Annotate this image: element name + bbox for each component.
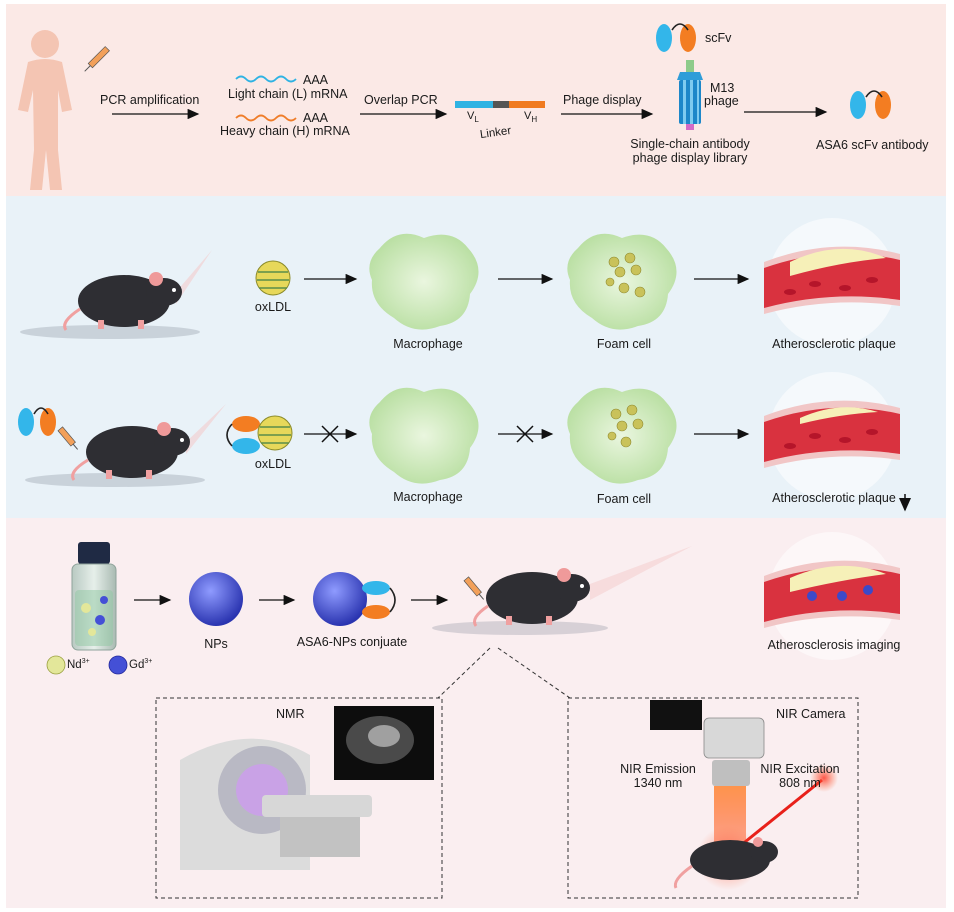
macrophage-label-row1: Macrophage [393, 337, 463, 351]
macrophage-label-row2: Macrophage [393, 490, 463, 504]
nir-camera-icon [650, 700, 765, 786]
mri-scanner [180, 738, 372, 870]
gd-legend-dot [108, 655, 128, 675]
foam-cell-label-row1: Foam cell [596, 337, 652, 351]
excitation-label-line2: 808 nm [779, 776, 821, 790]
mouse-row1 [20, 250, 212, 339]
light-chain-label: Light chain (L) mRNA [228, 87, 348, 101]
heavy-chain-label: Heavy chain (H) mRNA [220, 124, 350, 138]
nanoparticle [189, 572, 243, 626]
phage-label: phage [704, 94, 739, 108]
phage-display-label: Phage display [563, 93, 642, 107]
human-silhouette [18, 30, 72, 190]
artery-plaque-row1 [764, 218, 900, 346]
mouse-row3 [432, 546, 692, 635]
asa6-nps-conjugate [313, 572, 396, 626]
excitation-label-line1: NIR Excitation [760, 762, 840, 776]
dashed-callout-left [437, 647, 491, 699]
aaa-heavy-label: AAA [303, 111, 329, 125]
scfv-injection-icon [18, 407, 56, 436]
vl-label: VL [467, 110, 479, 125]
artery-reduced-plaque-row2 [764, 372, 900, 500]
library-label-line1: Single-chain antibody [630, 137, 750, 151]
scfv-label: scFv [705, 31, 732, 45]
foam-cell-row2 [567, 387, 677, 484]
nd-legend-dot [46, 655, 66, 675]
oxldl-particle-row1 [255, 260, 291, 296]
lipid-droplets-row1 [605, 252, 646, 298]
nir-camera-label: NIR Camera [776, 707, 846, 721]
mouse-row2 [25, 404, 226, 487]
gd-label: Gd3+ [129, 658, 153, 671]
laser-source-glow [810, 764, 838, 792]
dashed-callout-right [497, 647, 571, 699]
m13-label: M13 [710, 81, 735, 95]
syringe-icon-row2 [57, 426, 79, 450]
mouse-nir [673, 837, 778, 889]
library-label-line2: phage display library [632, 151, 748, 165]
asa6-label: ASA6 scFv antibody [816, 138, 929, 152]
light-chain-mrna-wave [235, 75, 297, 83]
plaque-label-row2: Atherosclerotic plaque [772, 491, 896, 505]
imaging-label: Atherosclerosis imaging [767, 638, 901, 652]
foam-cell-label-row2: Foam cell [596, 492, 652, 506]
plaque-label-row1: Atherosclerotic plaque [772, 337, 896, 351]
oxldl-label-row2: oxLDL [254, 457, 292, 471]
scfv-molecule-icon [656, 23, 696, 52]
band-antibody-generation [6, 4, 946, 196]
excitation-laser [739, 778, 823, 848]
heavy-chain-mrna-wave [235, 114, 297, 122]
vh-label: VH [524, 110, 538, 125]
syringe-icon-row3 [463, 576, 485, 600]
nps-label: NPs [204, 637, 228, 651]
aaa-light-label: AAA [303, 73, 329, 87]
foam-cell-row1 [567, 233, 677, 330]
syringe-icon [84, 46, 110, 72]
block-cross-b [516, 425, 534, 443]
asa6-scfv-icon [850, 90, 891, 119]
oxldl-label-row1: oxLDL [254, 300, 292, 314]
macrophage-cell-row1 [369, 233, 479, 330]
block-cross-a [321, 425, 339, 443]
artery-imaging [764, 532, 900, 660]
nmr-label: NMR [276, 707, 305, 721]
antibody-bound-oxldl [226, 415, 293, 454]
conjugate-label: ASA6-NPs conjuate [296, 635, 408, 649]
emission-label-line2: 1340 nm [633, 776, 683, 790]
mri-scan-image [334, 706, 434, 780]
pcr-amplification-label: PCR amplification [100, 93, 200, 107]
nd-label: Nd3+ [67, 658, 90, 671]
m13-phage-icon [677, 60, 703, 130]
overlap-pcr-label: Overlap PCR [364, 93, 438, 107]
macrophage-cell-row2 [369, 387, 479, 484]
scfv-gene-construct [455, 101, 545, 108]
emission-label-line1: NIR Emission [620, 762, 696, 776]
lipid-droplets-row2 [607, 404, 644, 448]
nmr-box [155, 697, 443, 899]
vial-icon [71, 542, 117, 651]
